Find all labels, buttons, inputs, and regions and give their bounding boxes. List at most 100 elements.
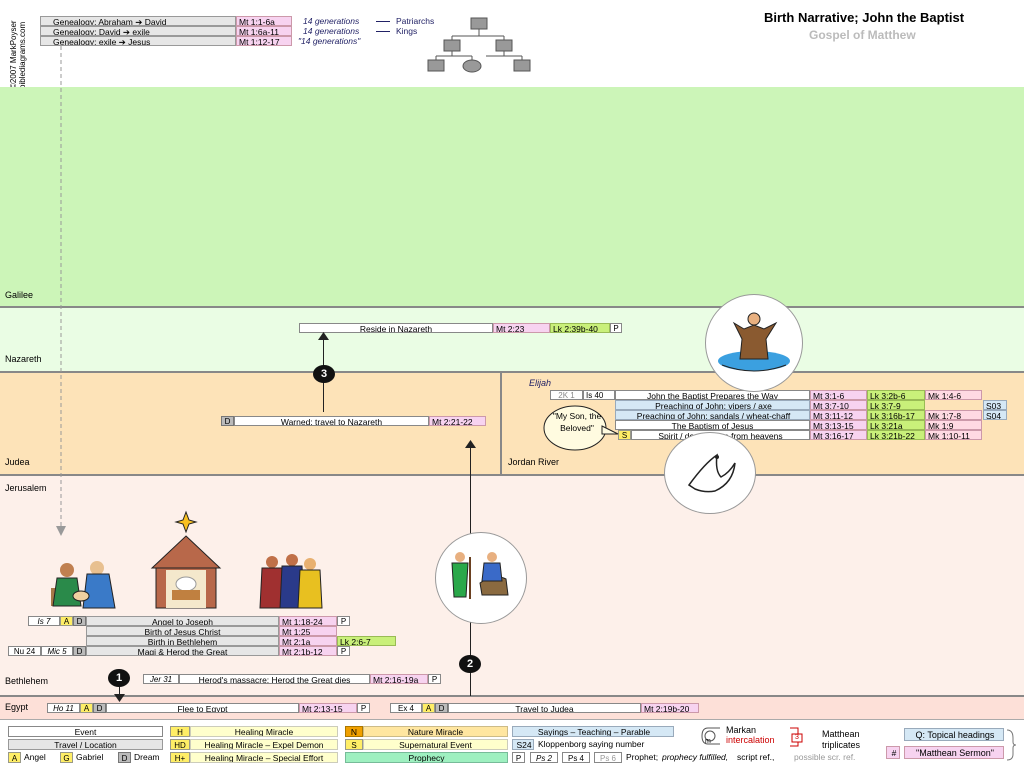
genealogy-row-3[interactable]: Genealogy: exile ➔ Jesus [40, 36, 236, 46]
elijah-label: Elijah [529, 378, 552, 388]
genealogy-arrow [56, 46, 66, 536]
dream-tag-1: D [73, 616, 86, 626]
ref-angel-joseph[interactable]: Mt 1:18-24 [279, 616, 337, 626]
legend-markan-2: intercalation [726, 735, 775, 745]
ref-spirit-mt[interactable]: Mt 3:16-17 [810, 430, 867, 440]
legend-brace [1006, 729, 1017, 761]
page-subtitle: Gospel of Matthew [809, 28, 916, 42]
event-angel-joseph[interactable]: Angel to Joseph [86, 616, 279, 626]
legend-h-tag: H [170, 726, 190, 737]
ref-reside-lk[interactable]: Lk 2:39b-40 [550, 323, 610, 333]
site-link[interactable]: biblediagrams.com [18, 21, 27, 89]
holy-family-image [51, 561, 116, 609]
legend-s: Supernatural Event [363, 739, 508, 750]
genealogy-ref-2[interactable]: Mt 1:6a-11 [236, 26, 292, 36]
event-flee-egypt[interactable]: Flee to Egypt [106, 703, 299, 713]
legend-prophecy: Prophecy [345, 752, 508, 763]
prophet-tag-4: P [357, 703, 370, 713]
ref-vipers-mt[interactable]: Mt 3:7-10 [810, 400, 867, 410]
voice-bubble-text: "My Son, the Beloved" [552, 411, 602, 433]
event-warned[interactable]: Warned; travel to Nazareth [234, 416, 429, 426]
pre-mic5: Mic 5 [41, 646, 73, 656]
event-birth-bethlehem[interactable]: Birth in Bethlehem [86, 636, 279, 646]
legend-ps4: Ps 4 [562, 752, 590, 763]
genealogy-row-1[interactable]: Genealogy: Abraham ➔ David [40, 16, 236, 26]
event-travel-judea[interactable]: Travel to Judea [448, 703, 641, 713]
ref-baptism-mt[interactable]: Mt 3:13-15 [810, 420, 867, 430]
bethlehem-divider [0, 695, 1024, 697]
ref-baptism-mk[interactable]: Mk 1:9 [925, 420, 982, 430]
magi-image [259, 554, 323, 609]
q-sandals[interactable]: S04 [983, 410, 1007, 420]
markan-icon [701, 727, 720, 745]
ref-birth-bethlehem[interactable]: Mt 2:1a [279, 636, 337, 646]
arrow-1-head [114, 694, 125, 702]
event-sandals[interactable]: Preaching of John: sandals / wheat-chaff [615, 410, 810, 420]
legend-angel: Angel [24, 752, 46, 762]
legend-hd-tag: HD [170, 739, 190, 750]
step-badge-2: 2 [459, 655, 481, 673]
patriarchs-line [376, 21, 390, 22]
matthean-icon [790, 727, 803, 747]
ref-spirit-lk[interactable]: Lk 3:21b-22 [867, 430, 925, 440]
event-reside-nazareth[interactable]: Reside in Nazareth [299, 323, 493, 333]
ref-reside-mt[interactable]: Mt 2:23 [493, 323, 550, 333]
ref-magi[interactable]: Mt 2:1b-12 [279, 646, 337, 656]
ref-birth-christ[interactable]: Mt 1:25 [279, 626, 337, 636]
angel-tag-3: A [422, 703, 435, 713]
legend-angel-tag: A [8, 752, 21, 763]
ref-vipers-lk[interactable]: Lk 3:7-9 [867, 400, 925, 410]
arrow-2-head [465, 440, 476, 448]
ref-travel-judea[interactable]: Mt 2:19b-20 [641, 703, 699, 713]
manger-image [150, 510, 222, 609]
event-magi[interactable]: Magi & Herod the Great [86, 646, 279, 656]
event-vipers[interactable]: Preaching of John: vipers / axe [615, 400, 810, 410]
egypt-divider [0, 719, 1024, 720]
legend-dream: Dream [134, 752, 160, 762]
legend-dream-tag: D [118, 752, 131, 763]
label-bethlehem: Bethlehem [5, 676, 49, 686]
ref-birth-lk[interactable]: Lk 2:6-7 [337, 636, 396, 646]
prophet-tag-2: P [337, 646, 350, 656]
label-jerusalem: Jerusalem [5, 483, 47, 493]
region-nazareth [0, 308, 1024, 371]
matthean-icon-number: 3 [795, 734, 799, 741]
copyright-text: ©2007 MarkPoyser biblediagrams.com [9, 9, 27, 89]
label-judea: Judea [5, 457, 30, 467]
ref-baptism-lk[interactable]: Lk 3:21a [867, 420, 925, 430]
legend-p-tag: P [512, 752, 525, 763]
page-title: Birth Narrative; John the Baptist [764, 10, 965, 25]
ref-spirit-mk[interactable]: Mk 1:10-11 [925, 430, 982, 440]
step-badge-3: 3 [313, 365, 335, 383]
q-vipers[interactable]: S03 [983, 400, 1007, 410]
ref-john-prepares-mt[interactable]: Mt 3:1-6 [810, 390, 867, 400]
legend-n-tag: N [345, 726, 363, 737]
genealogy-ref-1[interactable]: Mt 1:1-6a [236, 16, 292, 26]
event-massacre[interactable]: Herod's massacre; Herod the Great dies [179, 674, 370, 684]
ref-sandals-lk[interactable]: Lk 3:16b-17 [867, 410, 925, 420]
nazareth-divider [0, 371, 1024, 373]
event-birth-christ[interactable]: Birth of Jesus Christ [86, 626, 279, 636]
event-john-prepares[interactable]: John the Baptist Prepares the Way [615, 390, 810, 400]
legend-s-tag: S [345, 739, 363, 750]
genealogy-row-2[interactable]: Genealogy: David ➔ exile [40, 26, 236, 36]
angel-tag-2: A [80, 703, 93, 713]
ref-flee-egypt[interactable]: Mt 2:13-15 [299, 703, 357, 713]
genealogy-ref-3[interactable]: Mt 1:12-17 [236, 36, 292, 46]
event-baptism[interactable]: The Baptism of Jesus [615, 420, 810, 430]
label-nazareth: Nazareth [5, 354, 42, 364]
dream-tag: D [221, 416, 234, 426]
baptism-image [705, 294, 803, 392]
angel-tag-1: A [60, 616, 73, 626]
legend-travel: Travel / Location [8, 739, 163, 750]
copyright: ©2007 MarkPoyser [9, 20, 18, 89]
legend-matthean-2: triplicates [822, 740, 861, 750]
ref-sandals-mt[interactable]: Mt 3:11-12 [810, 410, 867, 420]
ref-massacre[interactable]: Mt 2:16-19a [370, 674, 428, 684]
ref-john-prepares-lk[interactable]: Lk 3:2b-6 [867, 390, 925, 400]
ref-john-prepares-mk[interactable]: Mk 1:4-6 [925, 390, 982, 400]
legend-event: Event [8, 726, 163, 737]
ref-sandals-mk[interactable]: Mk 1:7-8 [925, 410, 982, 420]
prophet-tag-1: P [337, 616, 350, 626]
ref-warned[interactable]: Mt 2:21-22 [429, 416, 486, 426]
